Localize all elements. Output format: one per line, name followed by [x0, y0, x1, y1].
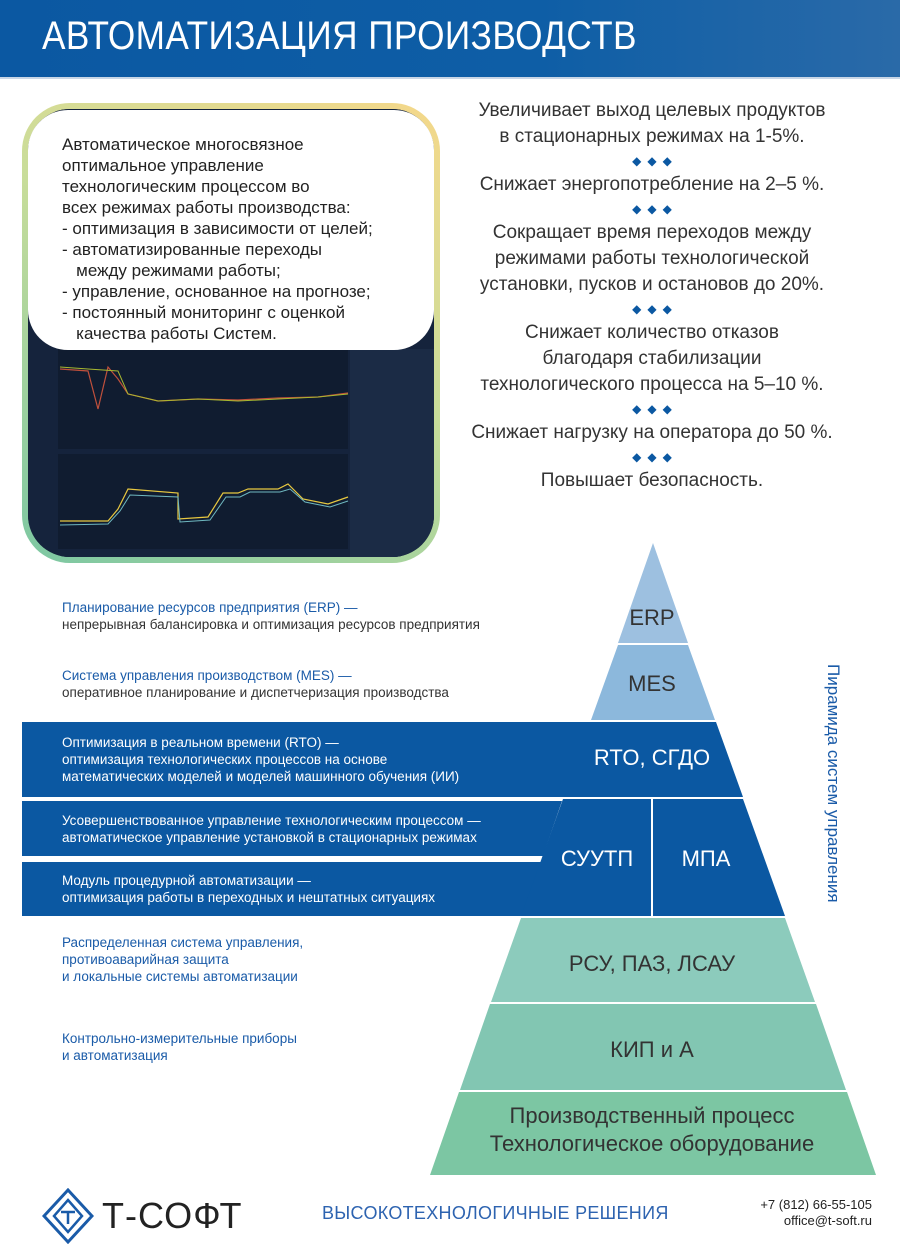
band-rto	[22, 722, 743, 797]
level-title: Контрольно-измерительные приборы и автом…	[62, 1031, 297, 1063]
contacts: +7 (812) 66-55-105 office@t-soft.ru	[760, 1197, 872, 1229]
header-banner: АВТОМАТИЗАЦИЯ ПРОИЗВОДСТВ	[0, 0, 900, 79]
pyramid-tier-rsu	[491, 918, 815, 1002]
pyramid-tier-mes	[591, 645, 715, 720]
level-desc: оптимизация работы в переходных и нештат…	[62, 890, 436, 905]
intro-line: - автоматизированные переходы	[62, 240, 322, 259]
page-title: АВТОМАТИЗАЦИЯ ПРОИЗВОДСТВ	[42, 14, 637, 58]
benefits-list: Увеличивает выход целевых продуктов в ст…	[452, 98, 852, 494]
tier-label-rto: RTO, СГДО	[593, 745, 711, 770]
intro-line: - управление, основанное на прогнозе;	[62, 282, 371, 301]
pyramid-tier-erp	[618, 543, 688, 643]
level-kip-label: Контрольно-измерительные приборы и автом…	[62, 1030, 297, 1064]
benefit-item: Снижает нагрузку на оператора до 50 %.	[471, 422, 833, 443]
diamond-separator: ◆◆◆	[632, 302, 678, 316]
level-erp-label: Планирование ресурсов предприятия (ERP) …	[62, 599, 480, 633]
level-rto-label: Оптимизация в реальном времени (RTO) — оп…	[62, 734, 459, 785]
level-desc: непрерывная балансировка и оптимизация р…	[62, 617, 480, 632]
intro-line: технологическим процессом во	[62, 177, 310, 196]
tier-label-mpa: МПА	[681, 846, 731, 871]
tier-label-kip: КИП и А	[610, 1037, 694, 1062]
level-mes-label: Система управления производством (MES) —…	[62, 667, 449, 701]
level-rsu-label: Распределенная система управления, проти…	[62, 934, 303, 985]
intro-line: между режимами работы;	[62, 261, 281, 280]
pyramid-tier-process	[430, 1092, 876, 1175]
benefit-item: Повышает безопасность.	[540, 470, 764, 491]
level-suutp-label: Усовершенствованное управление технологи…	[62, 812, 481, 846]
benefit-item: Снижает энергопотребление на 2–5 %.	[479, 174, 825, 195]
intro-line: - постоянный мониторинг с оценкой	[62, 303, 345, 322]
intro-line: оптимальное управление	[62, 156, 264, 175]
slogan: ВЫСОКОТЕХНОЛОГИЧНЫЕ РЕШЕНИЯ	[322, 1203, 669, 1223]
level-desc: оперативное планирование и диспетчеризац…	[62, 685, 449, 700]
level-title: Распределенная система управления, проти…	[62, 935, 304, 984]
tier-label-process: Производственный процесс Технологическое…	[489, 1103, 815, 1156]
level-desc: автоматическое управление установкой в с…	[62, 830, 477, 845]
email-link[interactable]: office@t-soft.ru	[783, 1213, 872, 1228]
level-title: Модуль процедурной автоматизации —	[62, 873, 311, 888]
level-mpa-label: Модуль процедурной автоматизации — оптими…	[62, 872, 435, 906]
benefit-item: Увеличивает выход целевых продуктов в ст…	[478, 100, 826, 147]
intro-line: Автоматическое многосвязное	[62, 135, 304, 154]
diamond-separator: ◆◆◆	[632, 202, 678, 216]
benefit-item: Сокращает время переходов между режимами…	[479, 222, 825, 295]
tier-label-erp: ERP	[629, 605, 675, 630]
level-title: Оптимизация в реальном времени (RTO) —	[62, 735, 339, 750]
intro-text-box: Автоматическое многосвязное оптимальное …	[28, 110, 434, 350]
diamond-separator: ◆◆◆	[632, 402, 678, 416]
pyramid-title: Пирамида систем управления	[824, 664, 843, 903]
benefit-item: Снижает количество отказов благодаря ста…	[480, 322, 824, 395]
band-mpa	[22, 862, 541, 916]
tier-label-suutp: СУУТП	[560, 846, 634, 871]
logo-text: Т-СОФТ	[102, 1195, 243, 1236]
pyramid-tier-kip	[460, 1004, 846, 1090]
tier-label-mes: MES	[628, 671, 676, 696]
level-title: Усовершенствованное управление технологи…	[62, 813, 481, 828]
phone[interactable]: +7 (812) 66-55-105	[760, 1197, 872, 1212]
company-logo: Т-СОФТ	[42, 1188, 243, 1244]
diamond-separator: ◆◆◆	[632, 154, 678, 168]
intro-line: - оптимизация в зависимости от целей;	[62, 219, 373, 238]
level-desc: оптимизация технологических процессов на…	[62, 752, 460, 784]
tier-label-rsu: РСУ, ПАЗ, ЛСАУ	[568, 951, 736, 976]
level-title: Система управления производством (MES) —	[62, 668, 352, 683]
diamond-separator: ◆◆◆	[632, 450, 678, 464]
level-title: Планирование ресурсов предприятия (ERP) …	[62, 600, 358, 615]
intro-line: качества работы Систем.	[62, 324, 277, 343]
band-suutp	[22, 801, 562, 856]
t-soft-logo-icon	[42, 1188, 94, 1244]
intro-line: всех режимах работы производства:	[62, 198, 351, 217]
